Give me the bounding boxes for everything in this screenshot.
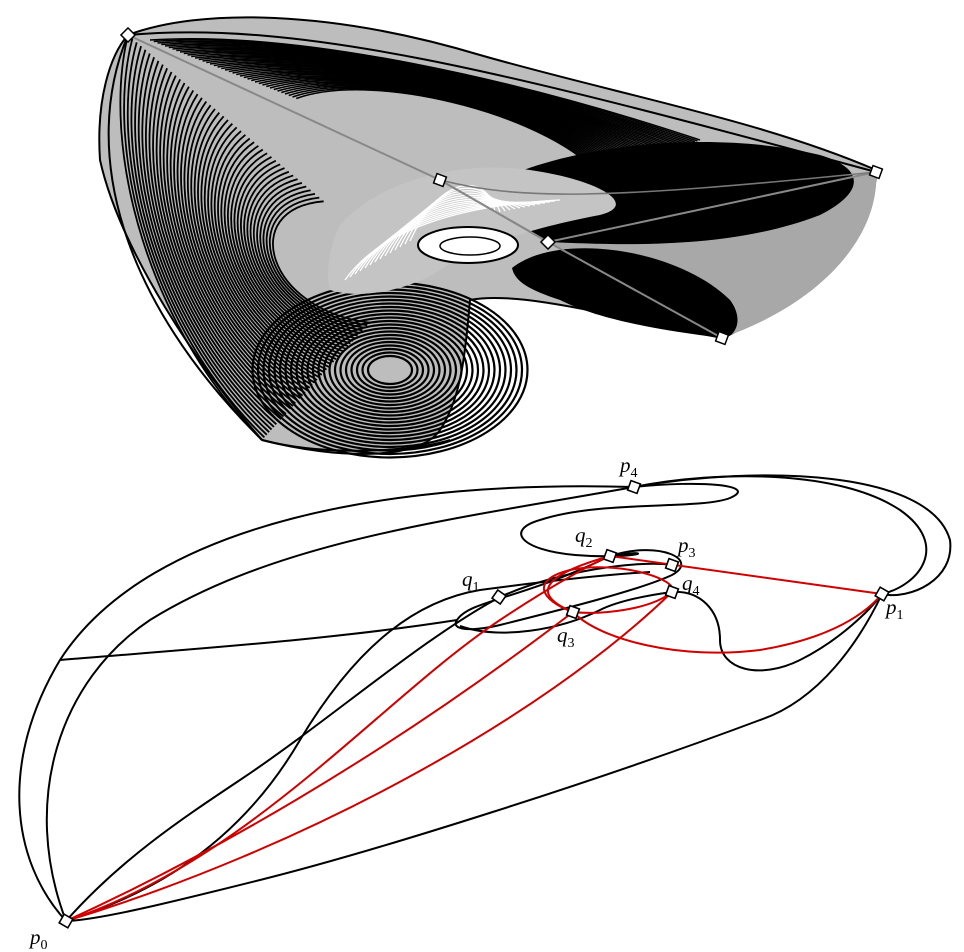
label-q2: q2 (575, 523, 593, 551)
red-curve (66, 592, 672, 921)
point-marker-p3 (666, 559, 679, 572)
label-p3: p3 (676, 533, 696, 561)
point-marker-q4 (666, 586, 679, 599)
black-curve-outer (47, 476, 927, 921)
label-q1: q1 (462, 567, 480, 595)
surface-hole (418, 227, 518, 263)
curve-diagram: p0 p1 p3 p4 q1 q2 q3 q4 (19, 453, 950, 952)
point-marker-p4 (628, 481, 641, 494)
point-marker-q3 (567, 606, 580, 619)
red-curve (66, 556, 610, 921)
label-q4: q4 (682, 571, 700, 599)
control-point-marker (870, 166, 883, 179)
label-p0: p0 (28, 925, 48, 952)
control-point-marker (434, 174, 447, 187)
black-curve-inner (672, 592, 882, 671)
label-p1: p1 (884, 595, 904, 623)
black-curve-outer (19, 475, 950, 921)
surface-rendering (99, 17, 882, 457)
point-marker-q2 (604, 550, 617, 563)
label-p4: p4 (618, 453, 638, 481)
label-q3: q3 (557, 623, 575, 651)
point-marker-q1 (492, 590, 506, 604)
control-point-marker (716, 332, 729, 345)
black-curve-loop (521, 484, 738, 556)
